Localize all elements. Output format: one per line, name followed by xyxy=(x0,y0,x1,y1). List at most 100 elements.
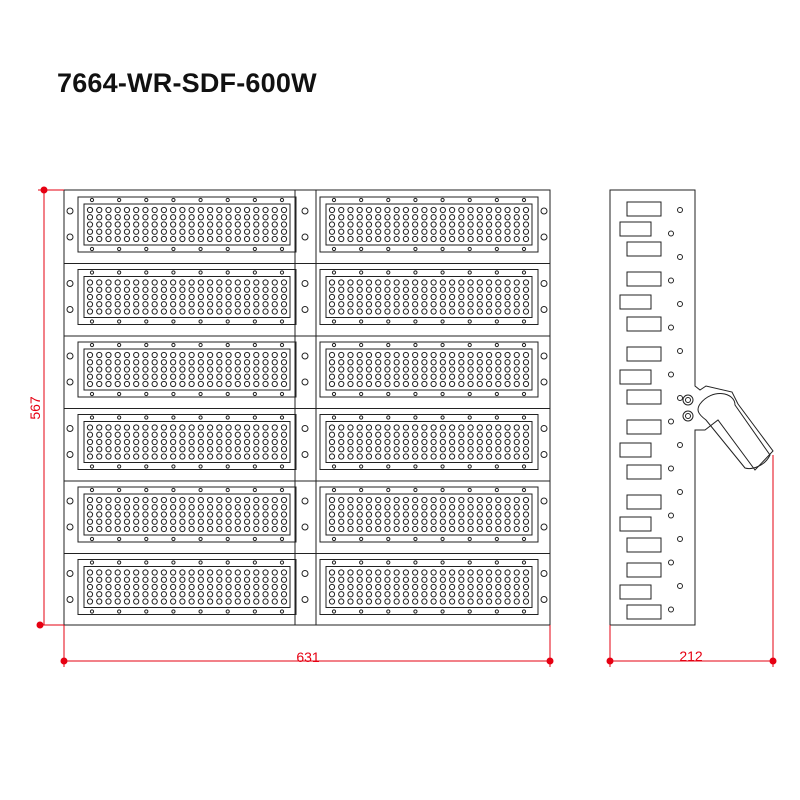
led-dot xyxy=(421,286,428,293)
led-dot xyxy=(448,366,456,373)
led-dot xyxy=(458,214,465,221)
led-dot xyxy=(243,424,251,431)
mount-hole xyxy=(66,596,74,603)
led-dot xyxy=(421,569,428,576)
led-dot xyxy=(393,373,400,380)
led-dot xyxy=(384,228,391,235)
mount-hole xyxy=(301,425,309,432)
led-dot xyxy=(234,380,241,388)
led-dot xyxy=(485,511,493,518)
led-dot xyxy=(439,366,446,373)
led-dot xyxy=(86,366,94,373)
led-dot xyxy=(142,438,149,446)
led-dot xyxy=(356,279,363,286)
led-dot xyxy=(160,359,168,366)
screw-dot xyxy=(494,391,499,397)
screw-dot xyxy=(89,536,95,542)
led-dot xyxy=(179,453,186,460)
led-dot xyxy=(365,351,373,359)
led-dot xyxy=(384,598,391,605)
led-dot xyxy=(142,504,149,511)
led-dot xyxy=(188,279,195,286)
led-dot xyxy=(439,351,446,359)
led-dot xyxy=(253,431,260,438)
led-dot xyxy=(421,308,428,315)
led-dot xyxy=(253,576,260,583)
led-dot xyxy=(467,591,474,598)
led-dot xyxy=(448,293,456,301)
led-dot xyxy=(151,221,158,228)
led-dot xyxy=(170,496,177,504)
screw-dot xyxy=(144,415,149,420)
led-dot xyxy=(160,446,168,453)
led-dot xyxy=(467,496,474,504)
led-dot xyxy=(393,525,400,533)
led-dot xyxy=(421,279,428,286)
screw-dot xyxy=(359,560,364,565)
screw-dot xyxy=(359,319,364,324)
screw-dot xyxy=(225,391,230,397)
led-dot xyxy=(485,373,493,380)
led-dot xyxy=(439,286,446,293)
led-dot xyxy=(133,446,140,453)
screw-dot xyxy=(467,391,472,397)
led-dot xyxy=(216,598,223,605)
led-dot xyxy=(262,279,269,286)
led-dot xyxy=(216,228,223,235)
screw-dot xyxy=(225,270,230,275)
led-dot xyxy=(522,279,530,286)
led-dot xyxy=(421,504,428,511)
led-dot xyxy=(439,438,446,446)
led-dot xyxy=(206,359,214,366)
screw-dot xyxy=(89,270,95,275)
mount-hole xyxy=(66,233,74,241)
led-dot xyxy=(365,359,373,366)
led-dot xyxy=(123,569,131,576)
screw-dot xyxy=(198,197,203,203)
led-dot xyxy=(262,496,269,504)
led-dot xyxy=(384,308,391,315)
led-dot xyxy=(328,373,336,380)
led-dot xyxy=(197,453,204,460)
led-dot xyxy=(412,221,419,228)
led-module xyxy=(77,559,297,615)
screw-dot xyxy=(171,342,176,348)
led-dot xyxy=(243,235,251,243)
led-dot xyxy=(485,453,493,460)
led-dot xyxy=(197,301,204,308)
led-dot xyxy=(151,518,158,525)
led-dot xyxy=(234,453,241,460)
screw-dot xyxy=(171,536,176,542)
led-dot xyxy=(412,438,419,446)
led-dot xyxy=(356,576,363,583)
led-dot xyxy=(347,525,354,533)
led-dot xyxy=(365,373,373,380)
screw-dot xyxy=(386,391,391,397)
heatsink-slot xyxy=(626,346,662,362)
led-dot xyxy=(439,576,446,583)
led-dot xyxy=(375,221,382,228)
led-dot xyxy=(206,228,214,235)
led-dot xyxy=(448,228,456,235)
led-dot xyxy=(170,424,177,431)
led-dot xyxy=(243,518,251,525)
screw-dot xyxy=(331,246,337,252)
screw-dot xyxy=(198,415,203,420)
mount-hole xyxy=(66,378,74,386)
led-dot xyxy=(253,511,260,518)
led-dot xyxy=(114,496,121,504)
led-dot xyxy=(412,373,419,380)
led-dot xyxy=(262,351,269,359)
mount-hole xyxy=(540,280,548,287)
led-dot xyxy=(356,583,363,591)
led-dot xyxy=(114,366,121,373)
led-dot xyxy=(338,235,345,243)
led-dot xyxy=(375,511,382,518)
led-dot xyxy=(365,228,373,235)
led-dot xyxy=(384,438,391,446)
screw-dot xyxy=(386,270,391,275)
screw-dot xyxy=(89,609,95,614)
led-dot xyxy=(485,431,493,438)
lens-panel xyxy=(83,276,291,318)
led-dot xyxy=(504,359,511,366)
